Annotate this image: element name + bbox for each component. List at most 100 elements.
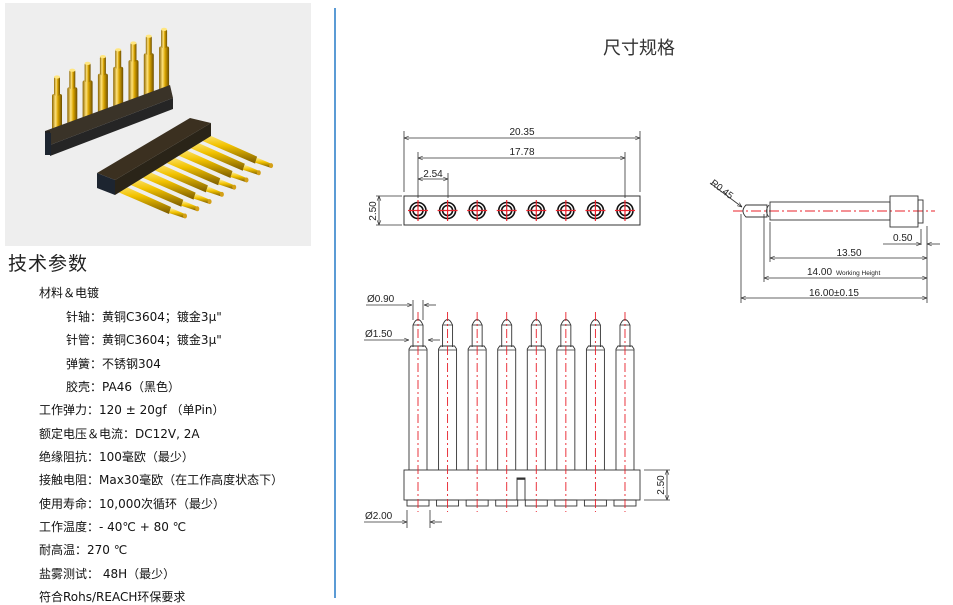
spec-value: - 40℃ + 80 ℃	[99, 520, 187, 534]
dim-foot-diameter: Ø2.00	[365, 511, 393, 522]
pogo-pin-connector-render	[45, 27, 274, 219]
spec-value: 120 ± 20gf （单Pin）	[99, 403, 225, 417]
spec-item: 针管：黄铜C3604；镀金3μ"	[66, 331, 222, 348]
spec-item: 绝缘阻抗：100毫欧（最少）	[39, 448, 194, 465]
spec-label: 工作温度：	[39, 520, 100, 534]
front-pin-foot	[554, 499, 578, 507]
dim-working-height: 14.00	[807, 267, 832, 278]
spec-value: PA46（黑色）	[102, 380, 180, 394]
spec-item: 盐雾测试： 48H（最少）	[39, 565, 175, 582]
dim-pitch: 2.54	[423, 169, 443, 180]
photo-horizontal-pin	[160, 152, 237, 190]
photo-vertical-pin	[82, 61, 93, 125]
pin-hole	[555, 200, 576, 221]
front-pin-foot	[524, 499, 548, 507]
spec-item: 额定电压＆电流：DC12V, 2A	[39, 425, 200, 442]
specs-title: 技术参数	[8, 253, 89, 275]
front-view: Ø0.90 Ø1.50 Ø2.00 2.50	[364, 294, 670, 528]
front-pin	[408, 319, 428, 470]
spec-label: 工作弹力：	[39, 403, 100, 417]
photo-horizontal-pin	[111, 181, 187, 219]
spec-label: 针管：	[66, 333, 103, 347]
photo-vertical-pin	[52, 75, 62, 136]
dim-plunger-diameter: Ø0.90	[367, 294, 395, 305]
spec-value: Max30毫欧（在工作高度状态下）	[99, 473, 284, 487]
photo-horizontal-pin	[184, 137, 261, 176]
front-pin	[526, 319, 546, 470]
spec-value: 黄铜C3604；镀金3μ"	[102, 310, 222, 324]
front-pin-foot	[495, 499, 519, 507]
dim-total-length: 16.00±0.15	[809, 288, 859, 299]
dim-overall-length: 20.35	[509, 127, 534, 138]
photo-horizontal-pin	[135, 166, 212, 205]
spec-item: 针轴：黄铜C3604；镀金3μ"	[66, 308, 222, 325]
photo-horizontal-pin	[172, 145, 249, 183]
dim-working-height-label: Working Height	[836, 270, 881, 277]
dim-barrel-diameter: Ø1.50	[365, 329, 393, 340]
dim-shoulder: 0.50	[893, 233, 913, 244]
dim-pin-span: 17.78	[509, 147, 534, 158]
spec-label: 符合Rohs/REACH环保要求	[39, 590, 186, 604]
product-photo	[5, 3, 311, 246]
spec-label: 接触电阻：	[39, 473, 100, 487]
spec-label: 额定电压＆电流：	[39, 427, 136, 441]
pin-hole	[467, 200, 488, 221]
front-pin	[467, 319, 487, 470]
pin-hole	[437, 200, 458, 221]
spec-item: 胶壳：PA46（黑色）	[66, 378, 180, 395]
spec-value: 48H（最少）	[99, 567, 176, 581]
spec-label: 弹簧：	[66, 357, 103, 371]
side-view: R0.45 0.50 13.50 14.00 Working Height 16…	[708, 178, 940, 303]
spec-item: 使用寿命：10,000次循环（最少）	[39, 495, 225, 512]
photo-horizontal-pin	[123, 173, 200, 212]
dim-radius: R0.45	[708, 178, 735, 202]
spec-item: 耐高温：270 ℃	[39, 541, 127, 558]
spec-value: 10,000次循环（最少）	[99, 497, 226, 511]
photo-vertical-pin	[143, 34, 154, 103]
front-pin-foot	[465, 499, 489, 507]
pin-hole	[614, 200, 635, 221]
spec-label: 绝缘阻抗：	[39, 450, 100, 464]
front-pin-foot	[583, 499, 607, 507]
spec-label: 材料＆电镀	[39, 286, 100, 300]
pin-hole	[408, 200, 428, 221]
front-pin	[585, 319, 605, 470]
spec-item: 符合Rohs/REACH环保要求	[39, 588, 185, 605]
section-divider	[334, 8, 336, 598]
photo-horizontal-pin	[147, 159, 224, 197]
spec-label: 盐雾测试：	[39, 567, 100, 581]
spec-value: 不锈钢304	[102, 357, 161, 371]
photo-vertical-pin	[159, 27, 170, 97]
spec-value: 100毫欧（最少）	[99, 450, 194, 464]
photo-vertical-pin	[113, 48, 124, 114]
spec-value: DC12V, 2A	[135, 427, 200, 441]
photo-vertical-pin	[97, 55, 108, 120]
spec-label: 耐高温：	[39, 543, 88, 557]
front-pin	[438, 319, 458, 470]
front-pin	[615, 319, 635, 470]
front-pin	[497, 319, 517, 470]
spec-item: 材料＆电镀	[39, 284, 99, 301]
top-view: 20.35 17.78 2.54 2.50	[368, 127, 641, 226]
spec-item: 工作弹力：120 ± 20gf （单Pin）	[39, 401, 224, 418]
pin-hole	[585, 200, 606, 221]
photo-horizontal-pin	[197, 130, 274, 169]
dimensions-title: 尺寸规格	[603, 38, 675, 59]
spec-item: 工作温度：- 40℃ + 80 ℃	[39, 518, 186, 535]
dim-height-top: 2.50	[368, 201, 379, 221]
dim-housing-height: 2.50	[656, 475, 667, 495]
spec-value: 270 ℃	[87, 543, 128, 557]
pin-hole	[496, 200, 517, 221]
spec-item: 弹簧：不锈钢304	[66, 355, 161, 372]
photo-vertical-pin	[128, 41, 139, 108]
spec-value: 黄铜C3604；镀金3μ"	[102, 333, 222, 347]
pin-hole	[526, 200, 547, 221]
front-pin-foot	[613, 499, 637, 507]
spec-item: 接触电阻：Max30毫欧（在工作高度状态下）	[39, 471, 283, 488]
front-pin-foot	[436, 499, 460, 507]
spec-label: 使用寿命：	[39, 497, 100, 511]
dim-barrel-length: 13.50	[836, 248, 861, 259]
photo-vertical-pin	[67, 68, 78, 131]
front-pin	[556, 319, 576, 470]
spec-label: 针轴：	[66, 310, 103, 324]
